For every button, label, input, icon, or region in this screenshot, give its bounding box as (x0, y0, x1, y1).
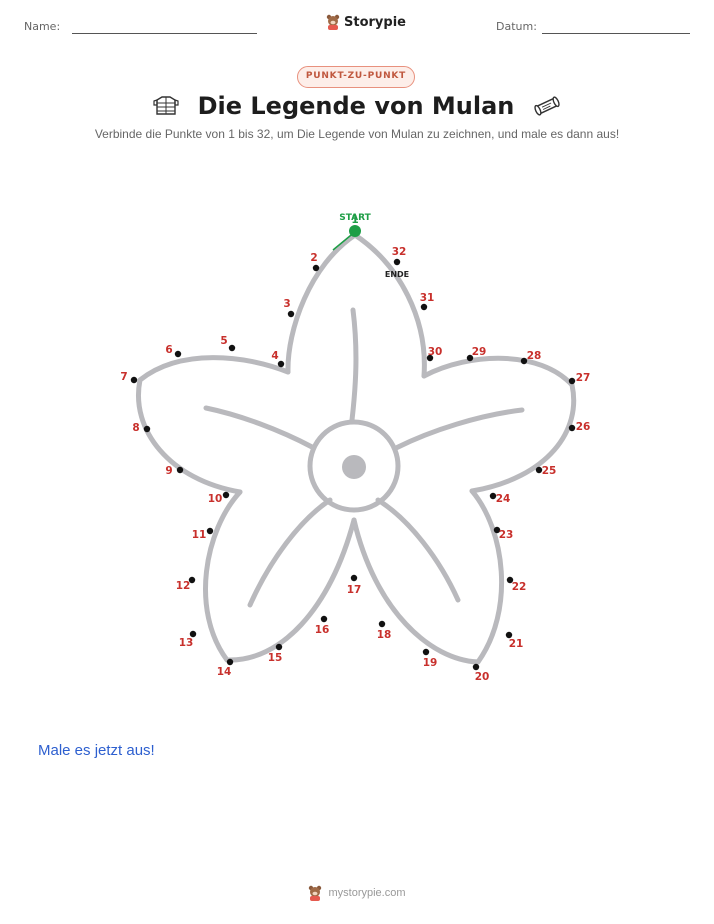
dot-number-27: 27 (576, 372, 591, 384)
dot-number-13: 13 (179, 637, 194, 649)
dot-number-2: 2 (310, 252, 317, 264)
dot-26[interactable] (568, 424, 576, 432)
flower-outline (136, 232, 577, 665)
bear-mascot-icon (326, 14, 340, 30)
dot-24[interactable] (489, 492, 497, 500)
dot-30[interactable] (426, 354, 434, 362)
brand-name: Storypie (344, 14, 406, 30)
dot-number-21: 21 (509, 638, 524, 650)
dot-number-30: 30 (428, 346, 443, 358)
dot-number-16: 16 (315, 624, 330, 636)
dot-11[interactable] (206, 527, 214, 535)
dot-32[interactable] (393, 258, 401, 266)
dot-number-18: 18 (377, 629, 392, 641)
dot-5[interactable] (228, 344, 236, 352)
dot-number-3: 3 (283, 298, 290, 310)
scroll-icon (534, 96, 560, 116)
instructions: Verbinde die Punkte von 1 bis 32, um Die… (94, 127, 620, 141)
name-line[interactable] (72, 33, 257, 34)
dot-number-31: 31 (420, 292, 435, 304)
dot-12[interactable] (188, 576, 196, 584)
dot-3[interactable] (287, 310, 295, 318)
activity-badge: PUNKT-ZU-PUNKT (297, 66, 415, 88)
dot-18[interactable] (378, 620, 386, 628)
dot-layer: 1234567891011121314151617181920212223242… (120, 214, 590, 683)
footer: mystorypie.com (0, 885, 714, 901)
dot-number-11: 11 (192, 529, 207, 541)
dot-number-25: 25 (542, 465, 557, 477)
dot-7[interactable] (130, 376, 138, 384)
dot-number-10: 10 (208, 493, 223, 505)
dot-number-9: 9 (165, 465, 172, 477)
dot-number-7: 7 (120, 371, 127, 383)
dot-number-15: 15 (268, 652, 283, 664)
date-label: Datum: (496, 20, 537, 33)
dot-number-4: 4 (271, 350, 278, 362)
dot-19[interactable] (422, 648, 430, 656)
dot-6[interactable] (174, 350, 182, 358)
dot-15[interactable] (275, 643, 283, 651)
color-prompt: Male es jetzt aus! (38, 742, 155, 759)
flower-centre-dot (342, 455, 366, 479)
dot-28[interactable] (520, 357, 528, 365)
dot-2[interactable] (312, 264, 320, 272)
dot-27[interactable] (568, 377, 576, 385)
dot-16[interactable] (320, 615, 328, 623)
footer-url[interactable]: mystorypie.com (328, 887, 406, 899)
dot-20[interactable] (472, 663, 480, 671)
dot-13[interactable] (189, 630, 197, 638)
dot-number-6: 6 (165, 344, 172, 356)
dot-21[interactable] (505, 631, 513, 639)
dot-number-26: 26 (576, 421, 591, 433)
dot-number-23: 23 (499, 529, 514, 541)
dot-number-5: 5 (220, 335, 227, 347)
dot-1[interactable] (349, 225, 361, 237)
dot-23[interactable] (493, 526, 501, 534)
dot-number-20: 20 (475, 671, 490, 683)
dot-number-12: 12 (176, 580, 191, 592)
dot-number-17: 17 (347, 584, 362, 596)
dot-25[interactable] (535, 466, 543, 474)
dot-17[interactable] (350, 574, 358, 582)
footer-bear-icon (309, 885, 322, 901)
dot-number-8: 8 (132, 422, 139, 434)
page-title: Die Legende von Mulan (197, 92, 515, 120)
end-label: ENDE (385, 270, 409, 279)
brand-logo: Storypie (326, 14, 406, 30)
dot-number-1: 1 (351, 214, 358, 226)
date-line[interactable] (542, 33, 690, 34)
dot-number-29: 29 (472, 346, 487, 358)
name-label: Name: (24, 20, 61, 33)
title-row: Die Legende von Mulan (0, 92, 714, 120)
dot-number-22: 22 (512, 581, 527, 593)
dot-number-14: 14 (217, 666, 232, 678)
start-label: START (339, 213, 371, 223)
dot-29[interactable] (466, 354, 474, 362)
dot-8[interactable] (143, 425, 151, 433)
dot-4[interactable] (277, 360, 285, 368)
dot-31[interactable] (420, 303, 428, 311)
dot-number-19: 19 (423, 657, 438, 669)
dot-number-24: 24 (496, 493, 511, 505)
dot-number-28: 28 (527, 350, 542, 362)
dot-9[interactable] (176, 466, 184, 474)
dot-14[interactable] (226, 658, 234, 666)
dot-10[interactable] (222, 491, 230, 499)
armor-icon (153, 96, 179, 115)
dot-22[interactable] (506, 576, 514, 584)
dot-number-32: 32 (392, 246, 407, 258)
